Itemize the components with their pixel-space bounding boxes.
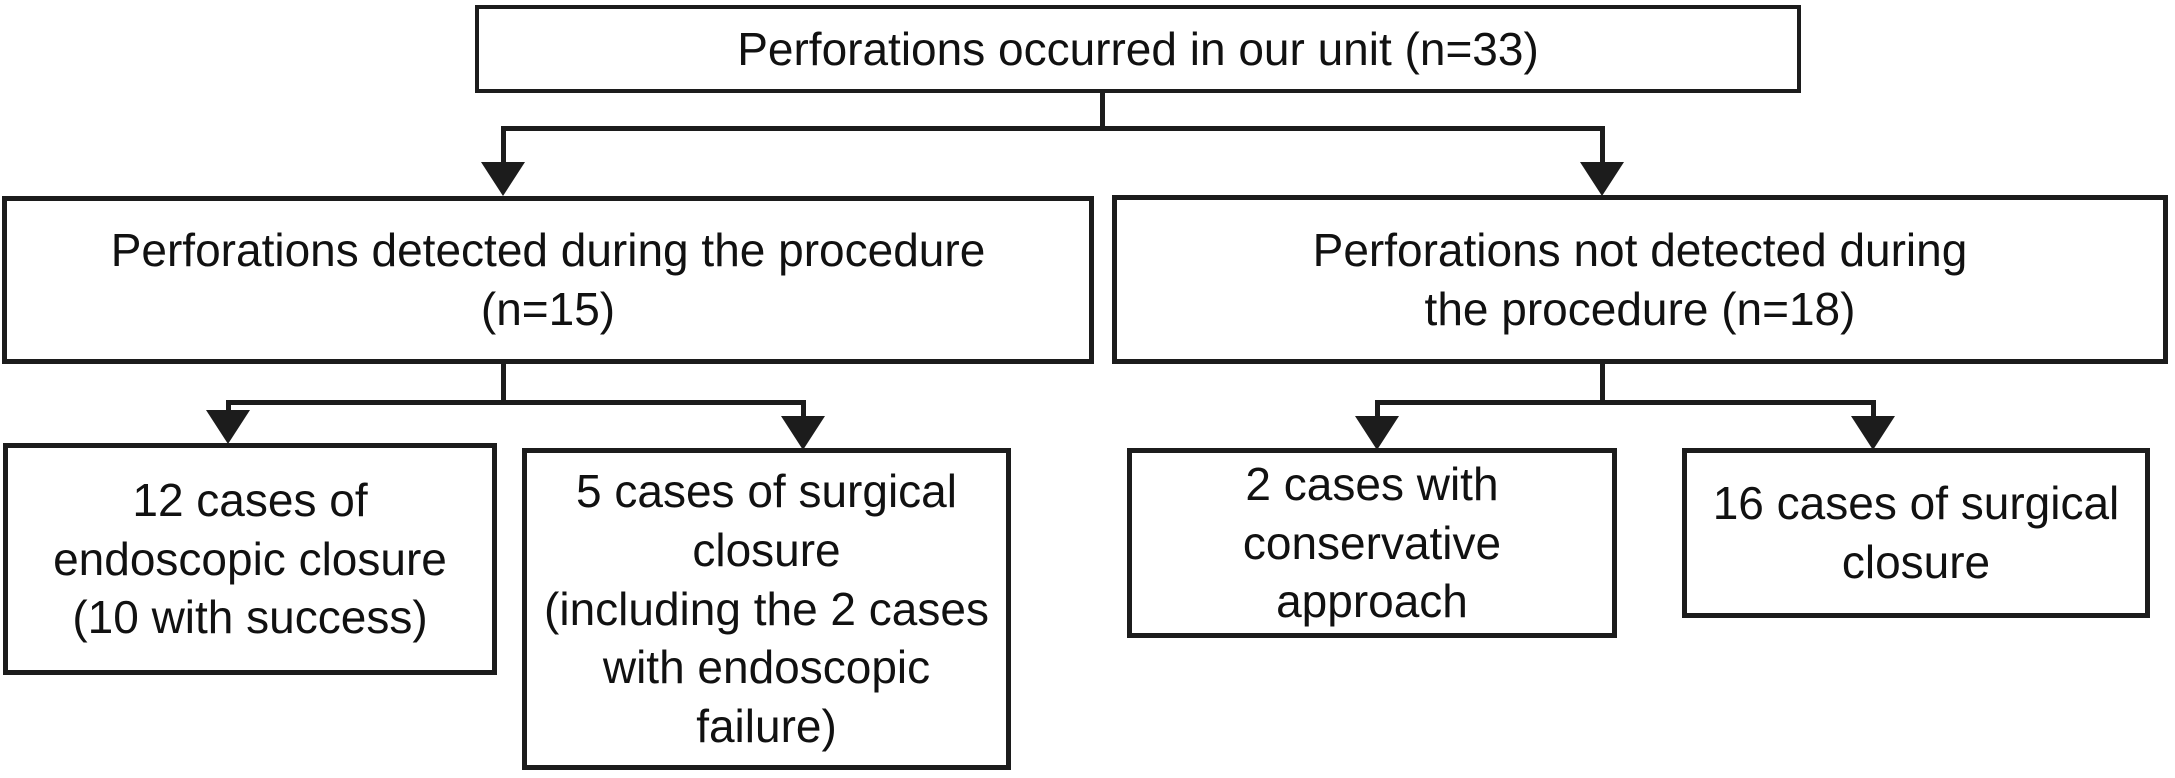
node-surgical-closure-detected: 5 cases of surgical closure (including t…: [522, 448, 1011, 770]
connector-not-detected-crossbar: [1375, 400, 1876, 405]
connector-root-crossbar: [501, 126, 1605, 131]
arrowhead-down-icon: [481, 162, 525, 196]
node-detected-during-procedure-label: Perforations detected during the procedu…: [110, 224, 986, 335]
node-endoscopic-closure-label: 12 cases of endoscopic closure (10 with …: [53, 473, 447, 644]
arrowhead-down-icon: [781, 416, 825, 450]
node-perforations-total: Perforations occurred in our unit (n=33): [475, 5, 1801, 93]
node-perforations-total-label: Perforations occurred in our unit (n=33): [737, 22, 1539, 75]
connector-not-detected-to-conservative: [1375, 400, 1380, 416]
node-surgical-closure-not-detected: 16 cases of surgical closure: [1682, 448, 2150, 618]
node-surgical-closure-not-detected-label: 16 cases of surgical closure: [1712, 477, 2120, 588]
connector-root-to-not-detected: [1600, 126, 1605, 168]
connector-detected-stem: [501, 362, 506, 405]
node-not-detected-during-procedure-label: Perforations not detected during the pro…: [1312, 223, 1968, 335]
arrowhead-down-icon: [1355, 416, 1399, 450]
node-surgical-closure-detected-label: 5 cases of surgical closure (including t…: [544, 464, 989, 753]
connector-not-detected-stem: [1600, 362, 1605, 405]
node-conservative-approach: 2 cases with conservative approach: [1127, 448, 1617, 638]
node-conservative-approach-label: 2 cases with conservative approach: [1242, 457, 1502, 628]
arrowhead-down-icon: [1580, 162, 1624, 196]
connector-root-to-detected: [501, 126, 506, 168]
arrowhead-down-icon: [1851, 416, 1895, 450]
node-endoscopic-closure: 12 cases of endoscopic closure (10 with …: [3, 443, 497, 675]
connector-detected-crossbar: [226, 400, 806, 405]
connector-root-stem: [1100, 90, 1105, 130]
node-detected-during-procedure: Perforations detected during the procedu…: [2, 196, 1094, 364]
node-not-detected-during-procedure: Perforations not detected during the pro…: [1112, 195, 2168, 364]
arrowhead-down-icon: [206, 410, 250, 444]
connector-detected-to-surgical: [801, 400, 806, 418]
connector-not-detected-to-surgical: [1871, 400, 1876, 416]
connector-detected-to-endoscopic: [226, 400, 231, 416]
